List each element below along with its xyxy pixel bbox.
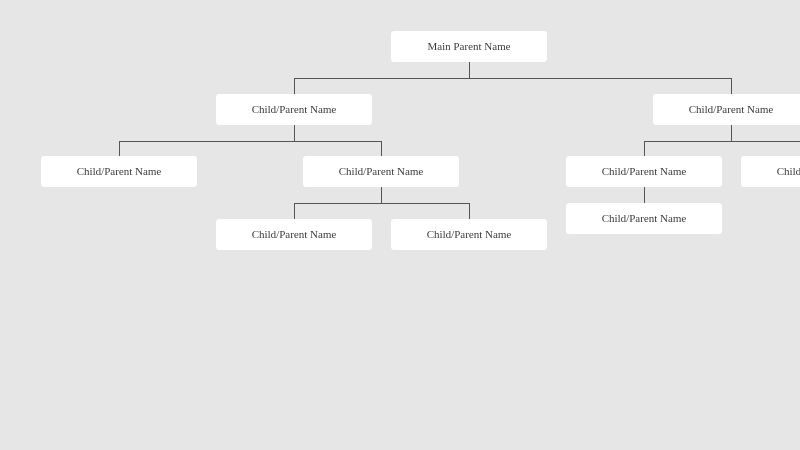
node-child-parent[interactable]: Child/Parent Name bbox=[566, 203, 722, 234]
connector-line bbox=[294, 125, 382, 156]
connector-line bbox=[469, 62, 732, 94]
node-label: Child/Parent Name bbox=[688, 103, 774, 116]
node-child-parent[interactable]: Child/Parent Name bbox=[41, 156, 197, 187]
node-label: Child/Parent Name bbox=[76, 165, 162, 178]
node-child-parent[interactable]: Child/Parent Name bbox=[653, 94, 800, 125]
connector-line bbox=[381, 187, 470, 219]
connector-line bbox=[119, 125, 295, 156]
connector-line bbox=[731, 125, 800, 142]
node-child-parent[interactable]: Child/Parent Name bbox=[216, 219, 372, 250]
node-label: Child/Parent Name bbox=[776, 165, 800, 178]
node-label: Child/Parent Name bbox=[601, 165, 687, 178]
node-child-parent[interactable]: Child/Parent Name bbox=[303, 156, 459, 187]
node-label: Child/Parent Name bbox=[426, 228, 512, 241]
node-child-parent[interactable]: Child/Parent Name bbox=[391, 219, 547, 250]
node-child-parent[interactable]: Child/Parent Name bbox=[216, 94, 372, 125]
node-label: Child/Parent Name bbox=[251, 103, 337, 116]
node-main-parent[interactable]: Main Parent Name bbox=[391, 31, 547, 62]
node-label: Main Parent Name bbox=[427, 40, 511, 53]
connector-line bbox=[294, 187, 382, 219]
connector-line bbox=[294, 62, 470, 94]
node-label: Child/Parent Name bbox=[601, 212, 687, 225]
node-label: Child/Parent Name bbox=[251, 228, 337, 241]
connector-line bbox=[644, 125, 732, 156]
node-child-parent[interactable]: Child/Parent Name bbox=[741, 156, 800, 187]
node-label: Child/Parent Name bbox=[338, 165, 424, 178]
node-child-parent[interactable]: Child/Parent Name bbox=[566, 156, 722, 187]
